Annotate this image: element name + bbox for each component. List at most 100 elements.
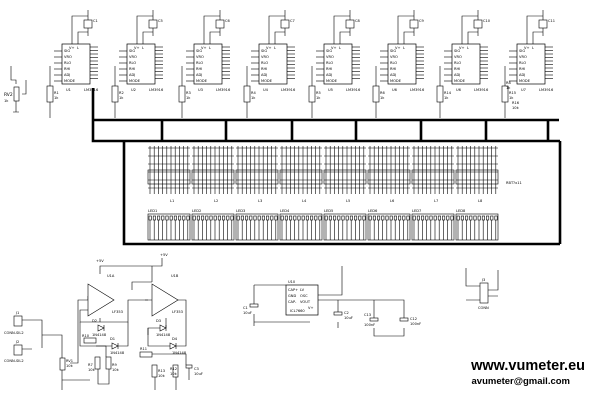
ledbar-pin-3-4 [253, 215, 257, 221]
ledbar-pin-6-9 [406, 215, 410, 221]
res-body-8 [501, 85, 509, 103]
driver-rail-7 [461, 10, 479, 44]
chip-pin-2-1: VRO [129, 55, 137, 59]
led-block-5: L5 [323, 146, 367, 203]
chip-pin-3-0: SIG [196, 49, 202, 53]
ledbar-pin-6-6 [393, 215, 397, 221]
driver-rail-3 [203, 10, 221, 44]
ledbar-label-7: LED7 [412, 209, 421, 213]
reg-c12-label: C12 [410, 317, 417, 321]
ledbar-pin-1-0 [148, 215, 152, 221]
ledbar-pin-4-2 [289, 215, 293, 221]
r11-label: R11 [140, 347, 147, 351]
chip-pin-4-5: MODE [261, 79, 273, 83]
ledbar-frame-8 [455, 213, 499, 241]
ledbar-pin-3-5 [257, 215, 261, 221]
ledbar-pin-3-1 [240, 215, 244, 221]
r9-value: 10k [112, 368, 120, 372]
cap-label-3: C6 [225, 19, 231, 23]
chip-part-6: LM3916 [410, 88, 425, 92]
j2-label: J2 [15, 340, 19, 344]
chip-pin-7-0: SIG [454, 49, 460, 53]
cap-label-1: C1 [93, 19, 98, 23]
r10-body [83, 337, 97, 344]
chip-pin-2-4: ADJ [129, 73, 135, 77]
led-block-2: L2 [191, 146, 235, 203]
c12-body [399, 317, 409, 322]
res-body-1 [46, 85, 54, 103]
ledbar-pin-4-6 [305, 215, 309, 221]
ledbar-pin-1-2 [157, 215, 161, 221]
contact-email[interactable]: avumeter@gmail.com [471, 376, 571, 387]
chip-part-5: LM3916 [346, 88, 361, 92]
ledbar-block-5: LED5 [323, 209, 367, 241]
r8-label: R8 [506, 81, 511, 85]
chip-body-8 [516, 43, 546, 85]
driver-rail-6 [397, 10, 415, 44]
ledbar-pin-6-2 [377, 215, 381, 221]
res-value-7: 1k [444, 96, 449, 100]
ledbar-pin-3-7 [266, 215, 270, 221]
ledbar-pin-7-0 [412, 215, 416, 221]
u10-pin-3: CAP- [288, 300, 297, 304]
chip-body-4 [258, 43, 288, 85]
r16-label: R16 [512, 101, 520, 105]
ledbar-pin-5-6 [349, 215, 353, 221]
ledbar-label-6: LED6 [368, 209, 378, 213]
website-url[interactable]: www.vumeter.eu [471, 358, 585, 374]
ledbar-label-4: LED4 [280, 209, 290, 213]
led-block-8: L8 [455, 146, 499, 203]
ledbar-pin-8-3 [469, 215, 473, 221]
chip-ref-2: U2 [131, 88, 136, 92]
ledbar-label-2: LED2 [192, 209, 201, 213]
res-body-7 [436, 85, 444, 103]
led-segment-8 [455, 169, 499, 185]
cap-body-8 [538, 19, 548, 29]
ledbar-frame-4 [279, 213, 323, 241]
ledbar-pin-7-4 [429, 215, 433, 221]
u10-pin-4: LV [300, 288, 305, 292]
reg-c2-value: 10uF [344, 316, 353, 320]
ledbar-frame-3 [235, 213, 279, 241]
ledbar-pin-6-7 [398, 215, 402, 221]
ledbar-pin-1-1 [152, 215, 156, 221]
ledbar-pin-8-8 [490, 215, 494, 221]
ledbar-pin-6-8 [402, 215, 406, 221]
chip-top-pin-5-1: L [339, 46, 341, 50]
ledbar-pin-1-3 [161, 215, 165, 221]
chip-pin-4-1: VRO [261, 55, 269, 59]
chip-pin-8-1: VRO [519, 55, 527, 59]
ledbar-block-7: LED7 [411, 209, 455, 241]
u10-pin-5: OSC [300, 294, 308, 298]
r10-label: R10 [82, 334, 90, 338]
cap-body-7 [473, 19, 483, 29]
chip-pin-7-5: MODE [454, 79, 466, 83]
chip-top-pin-4-1: L [274, 46, 276, 50]
reg-c2-label: C2 [344, 311, 349, 315]
ledbar-pin-1-6 [173, 215, 177, 221]
regulator-labels: U10 ICL7660 CAP+ GND CAP- LV OSC VOUT V+… [243, 278, 489, 327]
led-label-5: L5 [346, 199, 350, 203]
res-label-8: R15 [509, 91, 516, 95]
u1b-opamp [151, 283, 179, 317]
ledbar-pin-2-8 [226, 215, 230, 221]
chip-pin-4-3: RHI [261, 67, 267, 71]
led-label-8: L8 [478, 199, 483, 203]
ledbar-pin-2-7 [222, 215, 226, 221]
d3-body [159, 324, 167, 332]
ledbar-pin-5-2 [333, 215, 337, 221]
led-block-3: L3 [235, 146, 279, 203]
led-label-2: L2 [214, 199, 218, 203]
cap-label-8: C11 [548, 19, 555, 23]
res-value-8: 1k [509, 96, 514, 100]
cap-body-1 [83, 19, 93, 29]
ledbar-pin-2-9 [230, 215, 234, 221]
chip-top-pin-3-0: V+ [201, 46, 206, 50]
led-segment-2 [191, 169, 235, 185]
rv2-label: RV2 [4, 92, 13, 98]
